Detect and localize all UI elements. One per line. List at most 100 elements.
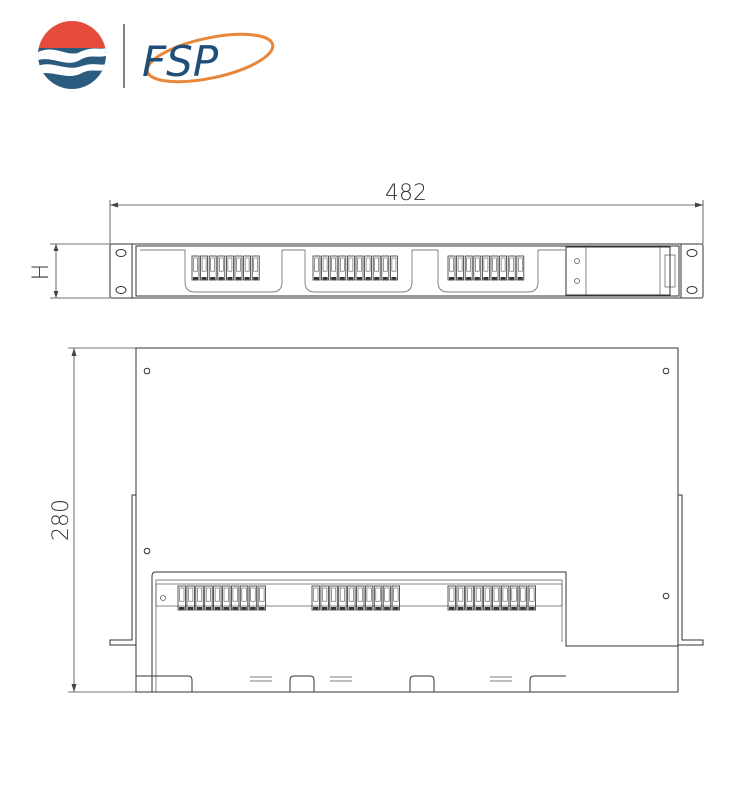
logo-emblem-icon [38,21,106,89]
brand-logo: FSP [38,21,275,89]
front-connector [321,255,330,281]
front-connector [208,255,217,281]
rail-screw [160,595,166,601]
height-label: H [29,264,54,281]
front-connector-blocks [191,255,525,281]
left-mounting-ear [109,494,136,646]
front-connector [507,255,516,281]
internal-tray-inner [155,579,563,692]
power-module-latch [664,254,676,288]
top-connector [456,585,465,611]
front-connector [251,255,260,281]
top-connector [186,585,195,611]
mounting-hole [115,249,127,257]
front-panel-outline [109,243,704,299]
front-connector [499,255,508,281]
top-connector [195,585,204,611]
top-connector [320,585,329,611]
front-connector [464,255,473,281]
top-connector [239,585,249,611]
top-connector [248,585,258,611]
top-connector [311,585,320,611]
width-label: 482 [385,181,427,206]
front-connector [200,255,209,281]
front-connector [473,255,482,281]
front-connector [191,255,200,281]
top-connector [527,585,536,611]
front-connector [312,255,321,281]
top-connector [474,585,483,611]
front-connector [329,255,338,281]
mounting-hole [686,249,698,257]
front-connector [338,255,347,281]
chassis-screw [143,367,151,375]
top-connector [447,585,456,611]
chassis-body [135,347,679,693]
front-connector [346,255,355,281]
arrow-up-icon [71,348,77,356]
right-mounting-ear [678,494,704,646]
top-view: 280 [49,347,704,693]
module-screw [574,278,580,284]
chassis-screw [662,367,670,375]
arrow-down-icon [53,291,59,298]
front-face [135,245,680,297]
top-connector [509,585,519,611]
top-connector-blocks [177,585,536,611]
top-connector [204,585,213,611]
front-connector [234,255,243,281]
connector-rail [155,583,563,607]
front-connector [516,255,525,281]
top-connector [465,585,474,611]
top-connector [257,585,267,611]
arrow-down-icon [71,684,77,692]
top-connector [364,585,374,611]
front-connector [381,255,390,281]
top-connector [518,585,528,611]
vent-slots [250,676,512,682]
module-screw [574,258,580,264]
front-view: 482 H [29,181,704,299]
arrow-up-icon [53,244,59,251]
front-face-cutouts [140,249,565,293]
front-connector [389,255,398,281]
front-foot [289,675,315,692]
front-foot [409,675,435,692]
top-connector [391,585,401,611]
top-connector [500,585,510,611]
top-connector [483,585,492,611]
front-connector [372,255,381,281]
chassis-screw [662,592,670,600]
logo-text: FSP [142,37,219,86]
top-connector [222,585,231,611]
top-connector [338,585,347,611]
logo-wordmark: FSP [142,32,275,86]
front-connector [447,255,456,281]
internal-tray [151,571,678,692]
front-connector [490,255,499,281]
depth-label: 280 [49,499,74,541]
front-connector [481,255,490,281]
arrow-left-icon [110,202,118,208]
front-connector [355,255,364,281]
top-connector [382,585,392,611]
front-connector [456,255,465,281]
power-module [565,246,671,296]
top-connector [230,585,240,611]
top-connector [213,585,222,611]
front-connector [243,255,252,281]
chassis-screw [143,547,151,555]
mounting-hole [686,286,698,294]
top-connector [492,585,501,611]
top-connector [347,585,356,611]
front-foot-right [529,675,566,692]
front-connector [225,255,234,281]
front-connector [364,255,373,281]
arrow-right-icon [695,202,703,208]
front-connector [217,255,226,281]
top-connector [329,585,338,611]
top-connector [177,585,186,611]
mounting-hole [115,286,127,294]
front-foot-left [136,675,193,692]
